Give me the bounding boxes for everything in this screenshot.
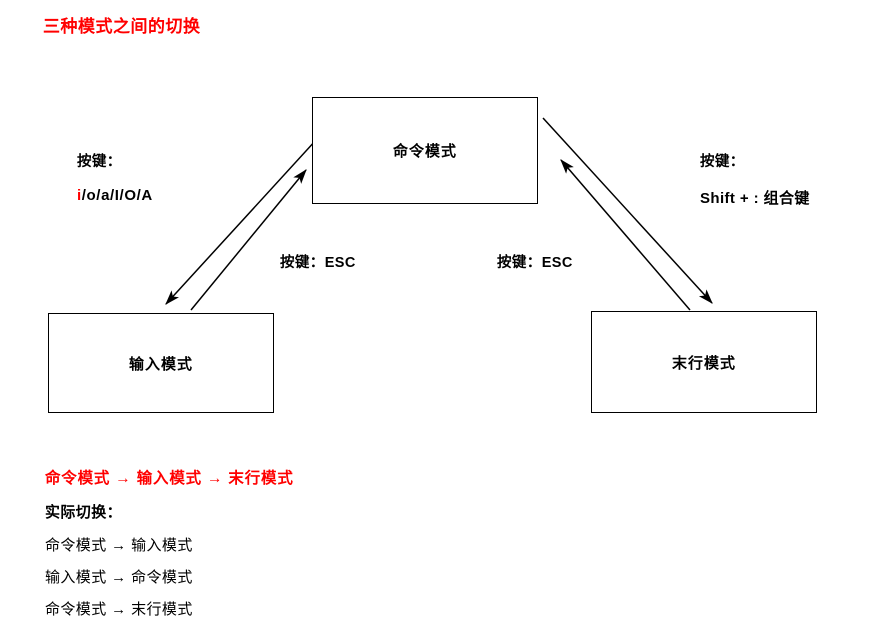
- page-title: 三种模式之间的切换: [43, 17, 201, 36]
- arrow-input-to-command: [190, 169, 307, 311]
- node-input-mode[interactable]: 输入模式: [48, 313, 274, 413]
- node-lastline-mode[interactable]: 末行模式: [591, 311, 817, 413]
- arrow-command-to-lastline: [542, 117, 713, 304]
- node-input-mode-label: 输入模式: [128, 355, 193, 373]
- label-right-key-heading: 按键：: [700, 154, 745, 170]
- flow-line: 命令模式 → 末行模式: [45, 601, 193, 618]
- label-left-keys-highlight: i: [77, 187, 82, 204]
- node-lastline-mode-label: 末行模式: [671, 354, 736, 372]
- label-left-keys: i/o/a/I/O/A: [77, 187, 153, 204]
- label-right-keys: Shift + : 组合键: [700, 190, 810, 207]
- node-command-mode-label: 命令模式: [392, 143, 457, 160]
- label-esc-left: 按键：ESC: [280, 255, 356, 271]
- arrow-command-to-input: [165, 127, 328, 305]
- arrow-lastline-to-command: [560, 159, 691, 311]
- node-command-mode[interactable]: 命令模式: [312, 97, 538, 204]
- label-esc-right: 按键：ESC: [497, 255, 573, 271]
- flow-summary: 命令模式 → 输入模式 → 末行模式: [45, 470, 294, 487]
- flow-line: 输入模式 → 命令模式: [45, 569, 193, 586]
- label-left-key-heading: 按键：: [77, 154, 122, 170]
- footer-notes: 命令模式 → 输入模式 → 末行模式 实际切换： 命令模式 → 输入模式 输入模…: [45, 466, 545, 630]
- label-left-keys-rest: /o/a/I/O/A: [81, 187, 153, 204]
- actual-switch-heading: 实际切换：: [45, 504, 123, 521]
- flow-line: 命令模式 → 输入模式: [45, 537, 193, 554]
